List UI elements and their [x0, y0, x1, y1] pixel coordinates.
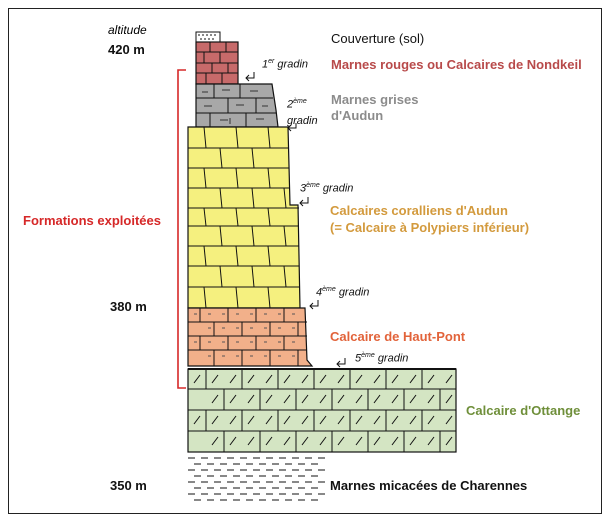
layer-couverture-sol: [195, 31, 221, 43]
gradin-arrows: [245, 72, 346, 368]
label-coralliens-line1: Calcaires coralliens d'Audun: [330, 203, 508, 218]
altitude-header: altitude: [108, 23, 147, 37]
gradin-5: 5ème gradin: [355, 352, 409, 365]
layer-marnes-grises: [195, 83, 279, 128]
bracket-label: Formations exploitées: [23, 213, 161, 228]
label-couverture-sol: Couverture (sol): [331, 31, 425, 46]
label-nondkeil: Marnes rouges ou Calcaires de Nondkeil: [331, 57, 582, 72]
label-coralliens-line2: (= Calcaire à Polypiers inférieur): [330, 220, 530, 235]
label-charennes: Marnes micacées de Charennes: [330, 478, 528, 493]
formations-exploitees-bracket: [177, 69, 186, 389]
altitude-380: 380 m: [110, 299, 147, 314]
label-marnes-grises-line1: Marnes grises: [331, 92, 419, 107]
layer-calcaires-coralliens: [187, 126, 301, 309]
label-haut-pont: Calcaire de Haut-Pont: [330, 329, 466, 344]
layer-calcaire-haut-pont: [187, 307, 314, 367]
altitude-350: 350 m: [110, 478, 147, 493]
layer-nondkeil: [195, 41, 239, 85]
label-ottange: Calcaire d'Ottange: [466, 403, 581, 418]
altitude-420: 420 m: [108, 42, 145, 57]
gradin-3: 3ème gradin: [300, 182, 354, 195]
gradin-4: 4ème gradin: [316, 286, 370, 299]
label-marnes-grises-line2: d'Audun: [331, 108, 384, 123]
layer-marnes-charennes: [188, 457, 325, 501]
gradin-1: 1er gradin: [262, 58, 308, 71]
layer-calcaire-ottange: [187, 368, 457, 453]
